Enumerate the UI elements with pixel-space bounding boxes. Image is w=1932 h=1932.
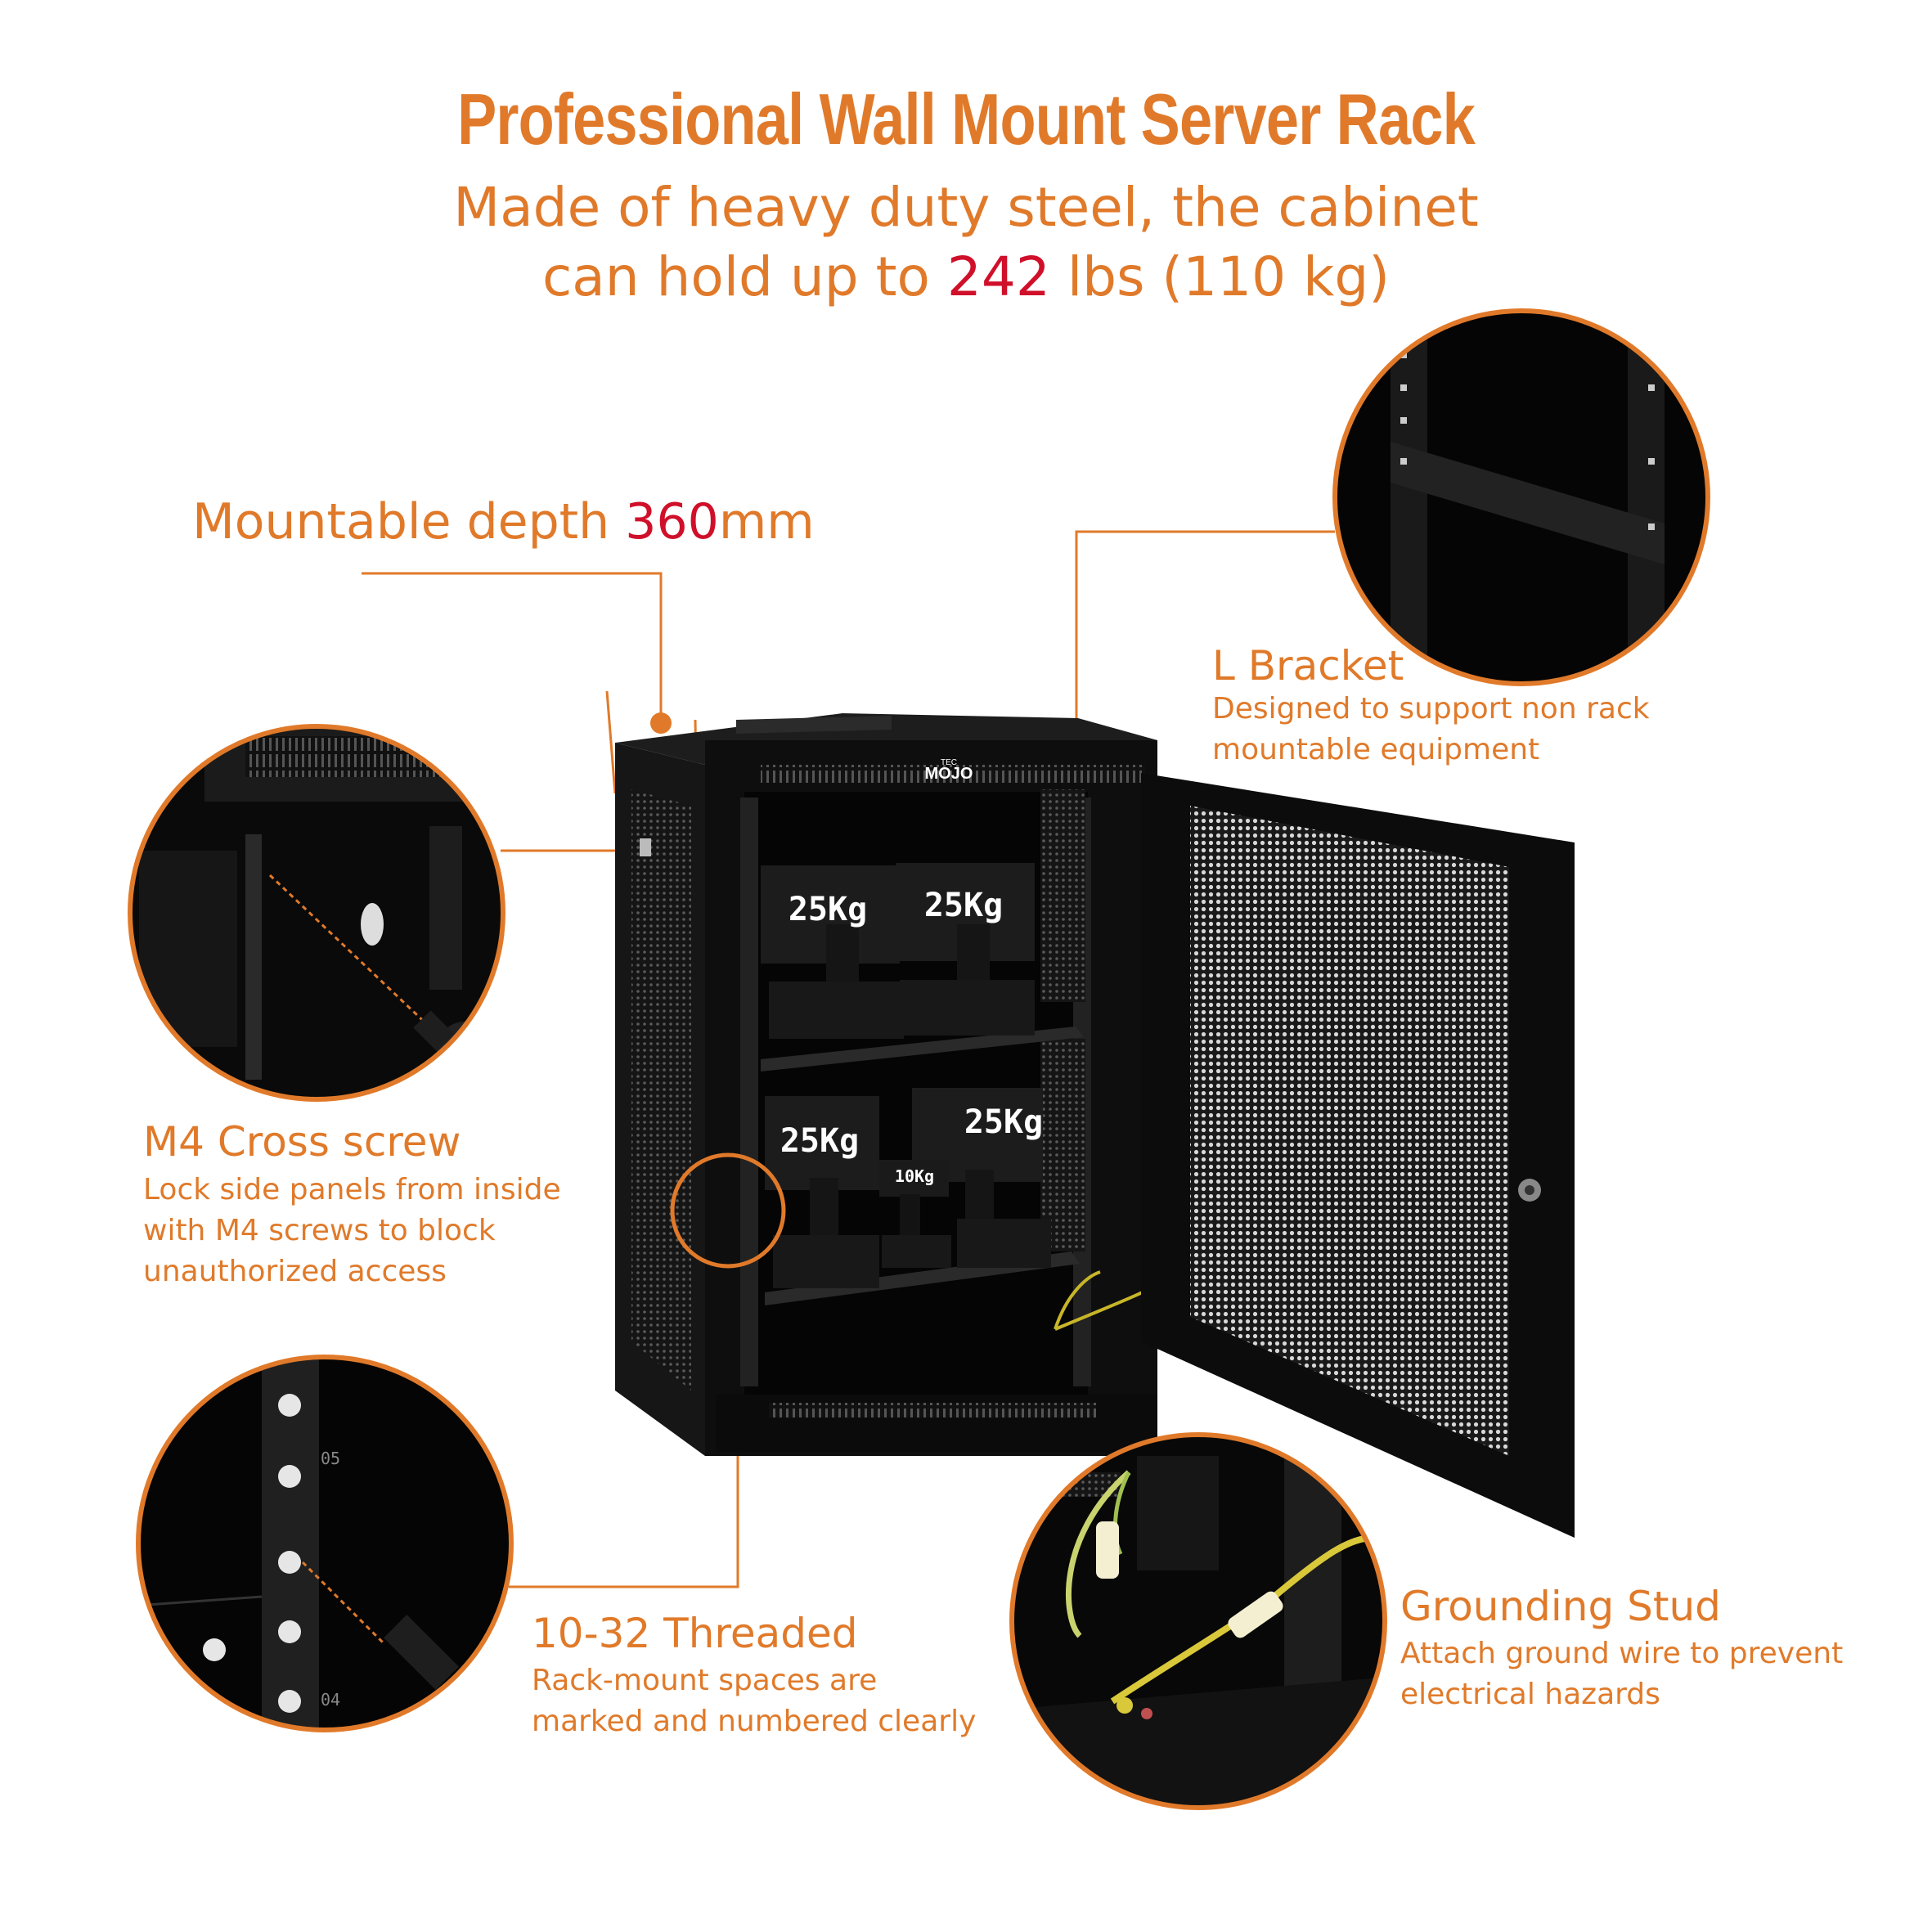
m4-screw-desc-line: unauthorized access	[143, 1255, 447, 1288]
l-bracket-title: L Bracket	[1212, 642, 1404, 690]
weight-label: 25Kg	[924, 887, 1003, 924]
brand-small: TEC	[941, 758, 957, 767]
weight-label: 25Kg	[789, 891, 867, 928]
m4-screw-desc-line: with M4 screws to block	[143, 1214, 496, 1247]
l-bracket-detail	[1332, 308, 1710, 686]
weight-label: 10Kg	[895, 1166, 934, 1186]
l-bracket-desc-line: Designed to support non rack	[1212, 692, 1650, 726]
threaded-desc-line: Rack-mount spaces are	[532, 1664, 878, 1697]
threaded-title: 10-32 Threaded	[532, 1610, 858, 1657]
l-bracket-desc: Designed to support non rack mountable e…	[1212, 689, 1650, 771]
weight-capacity-number: 242	[946, 245, 1050, 308]
rail-highlight-ring	[670, 1152, 786, 1269]
subtitle-line-2: can hold up to 242 lbs (110 kg)	[0, 245, 1932, 308]
threaded-detail: 05 04	[136, 1355, 514, 1732]
threaded-desc: Rack-mount spaces are marked and numbere…	[532, 1660, 976, 1742]
grounding-detail	[1009, 1432, 1387, 1810]
weights: 25Kg 25Kg 25Kg 25Kg 10Kg	[761, 863, 1051, 1288]
subtitle-line-1: Made of heavy duty steel, the cabinet	[453, 176, 1479, 239]
rail-number: 05	[321, 1449, 340, 1468]
m4-screw-title: M4 Cross screw	[143, 1118, 461, 1166]
grounding-desc-line: Attach ground wire to prevent	[1400, 1637, 1844, 1670]
m4-screw-detail	[128, 724, 505, 1102]
grounding-title: Grounding Stud	[1400, 1583, 1721, 1630]
server-cabinet: TEC MOJO 25Kg 25Kg 25Kg	[615, 713, 1575, 1538]
weight-label: 25Kg	[964, 1103, 1043, 1141]
m4-screw-desc: Lock side panels from inside with M4 scr…	[143, 1170, 561, 1292]
depth-pre: Mountable depth	[192, 493, 626, 550]
page-title: Professional Wall Mount Server Rack	[457, 79, 1476, 160]
brand-logo: MOJO	[925, 765, 973, 783]
grounding-desc: Attach ground wire to prevent electrical…	[1400, 1633, 1843, 1715]
grounding-desc-line: electrical hazards	[1400, 1678, 1660, 1711]
rail-number: 04	[321, 1690, 340, 1710]
m4-screw-desc-line: Lock side panels from inside	[143, 1173, 561, 1206]
mountable-depth-label: Mountable depth 360mm	[192, 493, 815, 550]
weight-label: 25Kg	[780, 1122, 859, 1160]
l-bracket-desc-line: mountable equipment	[1212, 733, 1540, 766]
subtitle-pre: can hold up to	[541, 245, 947, 308]
depth-unit: mm	[718, 493, 815, 550]
subtitle-post: lbs (110 kg)	[1049, 245, 1391, 308]
threaded-desc-line: marked and numbered clearly	[532, 1705, 977, 1738]
depth-number: 360	[625, 493, 719, 550]
